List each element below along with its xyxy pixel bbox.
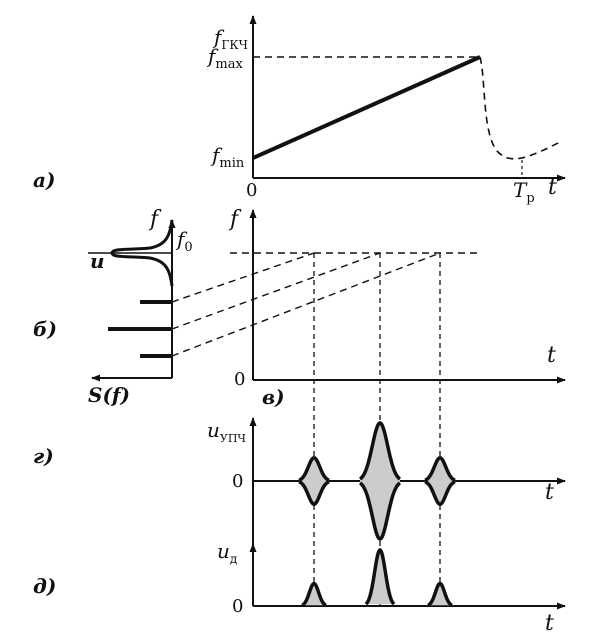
panel-b-sf-label: S(f) (88, 383, 130, 407)
panel-g-pulse-upper-2 (358, 421, 402, 481)
panel-d-pulse-1 (301, 581, 327, 607)
panel-label-d: д) (33, 574, 56, 598)
panel-a-flyback-dashed (479, 56, 561, 160)
panel-b: f f0 u S(f) б) (33, 207, 193, 407)
panel-g-pulse-fill-2 (360, 423, 400, 539)
panel-v-ramp-2 (171, 252, 381, 330)
panel-v-f-label: f (228, 207, 242, 232)
panel-g-pulse-upper-3 (424, 455, 456, 482)
panel-v-origin: 0 (234, 369, 245, 390)
panel-g: uУПЧ 0 t г) (33, 417, 566, 555)
panel-v-ramp-3 (171, 252, 441, 357)
time-markers (313, 253, 441, 606)
panel-d-t-label: t (545, 611, 554, 636)
panel-g-t-label: t (545, 480, 554, 505)
panel-a-ramp (252, 55, 481, 160)
panel-d-u-label: uд (217, 539, 237, 566)
panel-g-pulse-lower-1 (298, 480, 330, 507)
panel-g-pulse-lower-2 (358, 481, 402, 541)
panel-label-v: в) (262, 385, 285, 409)
panel-v: f 0 t в) (171, 207, 566, 409)
panel-a-fmin-label: fmin (210, 143, 245, 171)
panel-v-t-label: t (547, 343, 556, 368)
panel-label-b: б) (33, 317, 57, 341)
panel-g-pulse-fill-1 (299, 457, 329, 505)
panel-d-pulses (301, 547, 453, 607)
panel-v-ramp-1 (171, 252, 315, 303)
panel-g-pulse-lower-3 (424, 480, 456, 507)
panel-a: fГКЧ fmax fmin 0 Tр t а) (33, 15, 566, 206)
panel-g-u-label: uУПЧ (207, 418, 246, 445)
panel-label-a: а) (33, 168, 55, 192)
panel-b-resonance-curve (110, 219, 174, 287)
panel-g-pulse-upper-1 (298, 455, 330, 482)
panel-g-pulses (298, 421, 456, 541)
panel-d-pulse-3 (427, 581, 453, 607)
panel-a-y-label: fГКЧ (212, 25, 248, 52)
panel-a-t-label: t (548, 175, 557, 200)
panel-d-pulse-2 (364, 547, 396, 606)
panel-d-origin: 0 (232, 596, 243, 617)
panel-b-u-label: u (90, 249, 105, 273)
panel-a-origin: 0 (246, 180, 257, 201)
panel-g-pulse-fill-3 (425, 457, 455, 505)
panel-label-g: г) (33, 444, 54, 468)
panel-g-origin: 0 (232, 471, 243, 492)
panel-b-f-label: f (148, 207, 162, 232)
panel-b-f0-label: f0 (175, 227, 193, 255)
panel-a-tr-label: Tр (513, 178, 535, 206)
panel-d: uд 0 t д) (33, 539, 566, 636)
